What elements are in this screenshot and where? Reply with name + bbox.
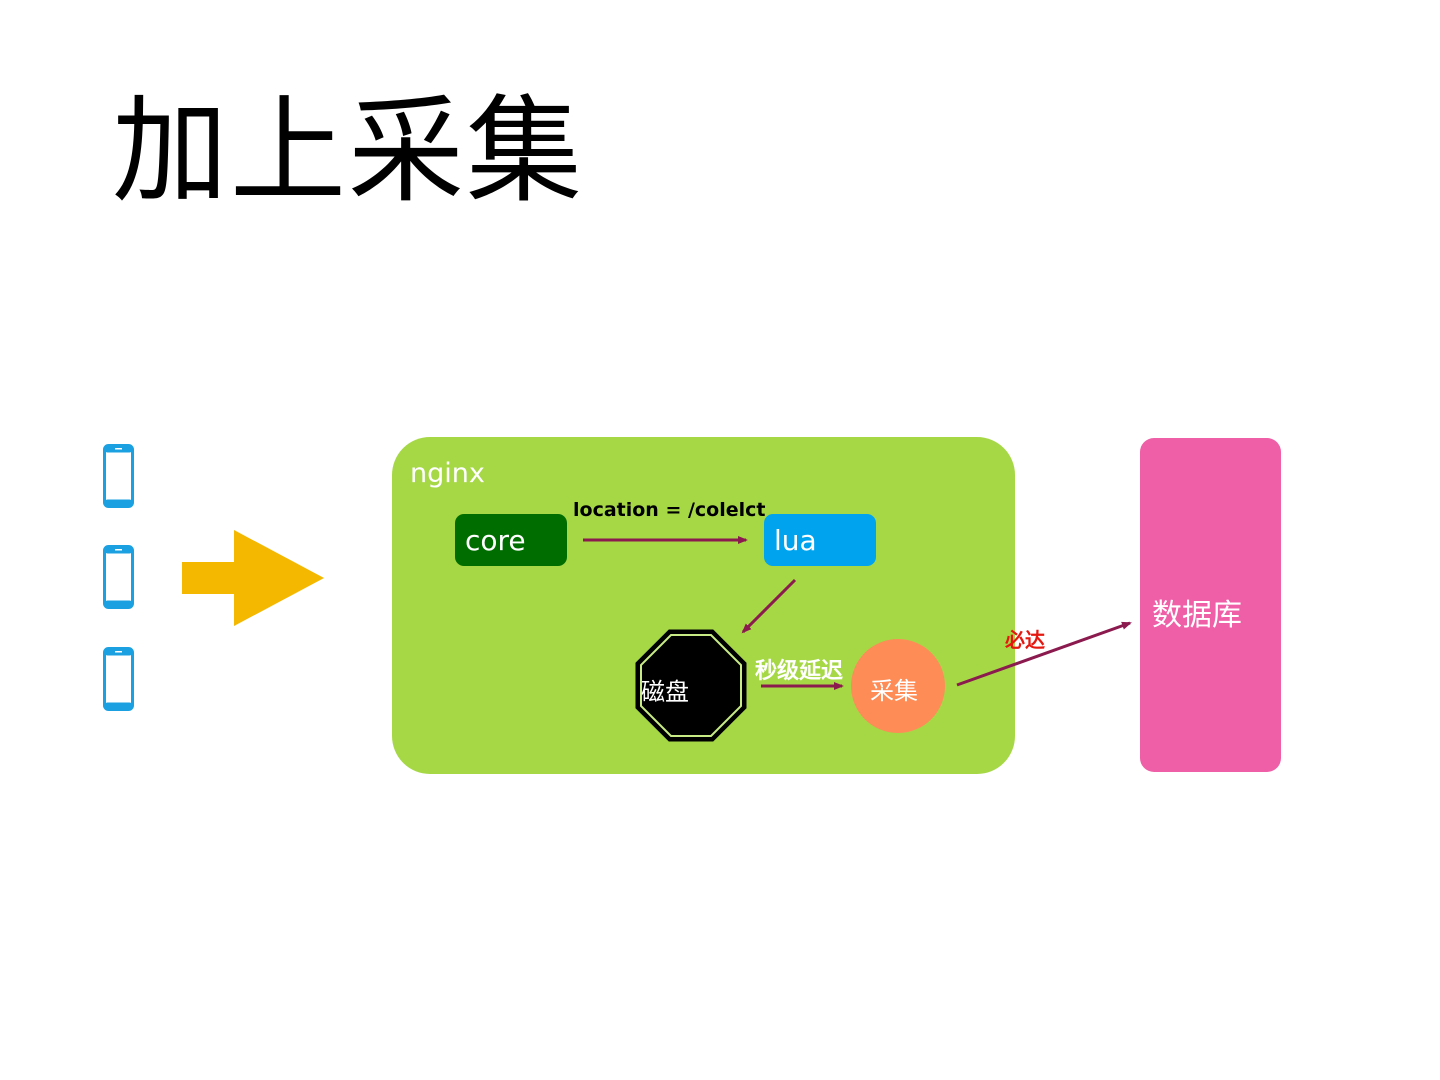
mobile-phone-icon bbox=[103, 444, 134, 508]
lua-label: lua bbox=[774, 524, 817, 557]
mobile-phone-icon bbox=[103, 647, 134, 711]
disk-label: 磁盘 bbox=[641, 678, 689, 706]
collector-label: 采集 bbox=[870, 677, 918, 705]
delay-label: 秒级延迟 bbox=[755, 659, 844, 684]
database-node bbox=[1140, 438, 1281, 772]
lua-node bbox=[764, 514, 876, 566]
mobile-phone-icon bbox=[103, 545, 134, 609]
slide-title: 加上采集 bbox=[112, 84, 584, 219]
core-node bbox=[455, 514, 567, 566]
location-label: location = /colelct bbox=[573, 499, 766, 521]
core-label: core bbox=[465, 524, 526, 557]
collector-node bbox=[851, 639, 945, 733]
right-arrow-icon bbox=[182, 530, 324, 626]
nginx-label: nginx bbox=[410, 458, 485, 489]
database-label: 数据库 bbox=[1152, 598, 1242, 633]
arrive-label: 必达 bbox=[1005, 628, 1045, 652]
